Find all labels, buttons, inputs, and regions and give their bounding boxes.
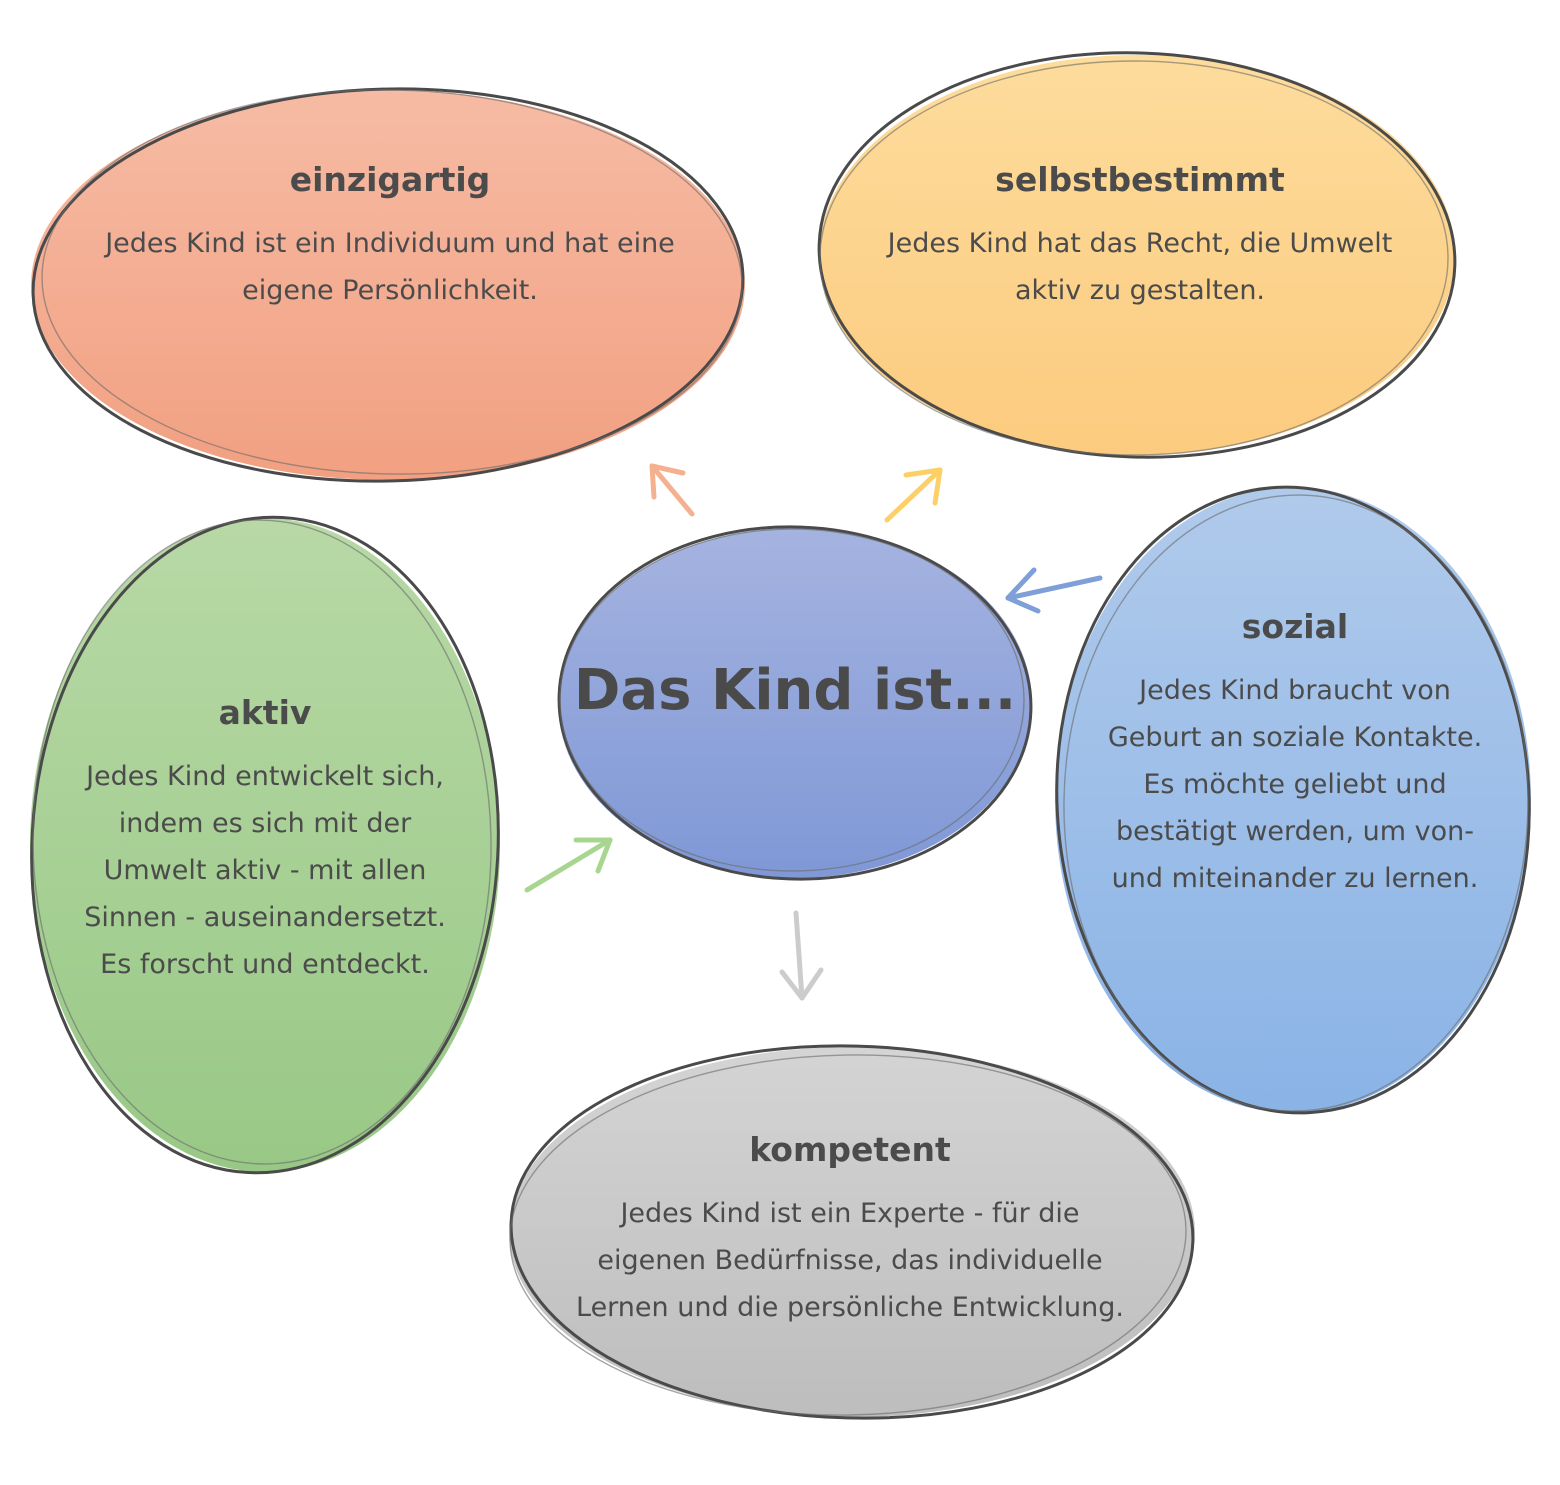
line: und miteinander zu lernen. xyxy=(1111,862,1479,894)
arrow-to-kompetent xyxy=(779,910,824,1001)
line: eigene Persönlichkeit. xyxy=(242,274,538,306)
text-aktiv: aktiv Jedes Kind entwickelt sich, indem … xyxy=(45,693,485,988)
bubble-sozial xyxy=(1055,485,1531,1115)
arrow-to-selbstbestimmt xyxy=(884,467,943,523)
text-sozial: sozial Jedes Kind braucht von Geburt an … xyxy=(1070,607,1520,902)
title-selbstbestimmt: selbstbestimmt xyxy=(995,160,1285,199)
line: Jedes Kind ist ein Experte - für die xyxy=(620,1197,1080,1229)
line: eigenen Bedürfnisse, das individuelle xyxy=(597,1244,1103,1276)
arrow-to-einzigartig xyxy=(649,463,695,517)
bubble-selbstbestimmt xyxy=(817,51,1457,459)
bubble-aktiv xyxy=(30,515,500,1175)
center-title: Das Kind ist... xyxy=(573,658,1017,723)
text-selbstbestimmt: selbstbestimmt Jedes Kind hat das Recht,… xyxy=(840,160,1440,314)
title-einzigartig: einzigartig xyxy=(289,160,491,199)
line: Jedes Kind entwickelt sich, xyxy=(86,760,444,792)
description-aktiv: Jedes Kind entwickelt sich, indem es sic… xyxy=(45,753,485,988)
line: Geburt an soziale Kontakte. xyxy=(1107,721,1483,753)
line: aktiv zu gestalten. xyxy=(1014,274,1266,306)
line: Sinnen - auseinandersetzt. xyxy=(84,901,446,933)
line: indem es sich mit der xyxy=(118,807,412,839)
text-einzigartig: einzigartig Jedes Kind ist ein Individuu… xyxy=(40,160,740,314)
description-sozial: Jedes Kind braucht von Geburt an soziale… xyxy=(1070,667,1520,902)
title-sozial: sozial xyxy=(1241,607,1349,646)
bubble-kompetent xyxy=(509,1044,1195,1420)
line: Jedes Kind ist ein Individuum und hat ei… xyxy=(105,227,675,259)
text-kompetent: kompetent Jedes Kind ist ein Experte - f… xyxy=(530,1130,1170,1331)
center-bubble xyxy=(557,525,1033,881)
line: Jedes Kind braucht von xyxy=(1139,674,1451,706)
line: Es möchte geliebt und xyxy=(1143,768,1447,800)
line: Es forscht und entdeckt. xyxy=(100,948,430,980)
arrow-from-sozial xyxy=(1005,567,1103,614)
line: Jedes Kind hat das Recht, die Umwelt xyxy=(887,227,1393,259)
description-kompetent: Jedes Kind ist ein Experte - für die eig… xyxy=(530,1190,1170,1331)
line: bestätigt werden, um von- xyxy=(1115,815,1475,847)
title-aktiv: aktiv xyxy=(218,693,312,732)
line: Lernen und die persönliche Entwicklung. xyxy=(576,1291,1124,1323)
title-kompetent: kompetent xyxy=(749,1130,951,1169)
bubble-einzigartig xyxy=(31,87,745,483)
line: Umwelt aktiv - mit allen xyxy=(103,854,427,886)
description-einzigartig: Jedes Kind ist ein Individuum und hat ei… xyxy=(40,220,740,314)
arrow-from-aktiv xyxy=(524,837,613,893)
description-selbstbestimmt: Jedes Kind hat das Recht, die Umwelt akt… xyxy=(840,220,1440,314)
